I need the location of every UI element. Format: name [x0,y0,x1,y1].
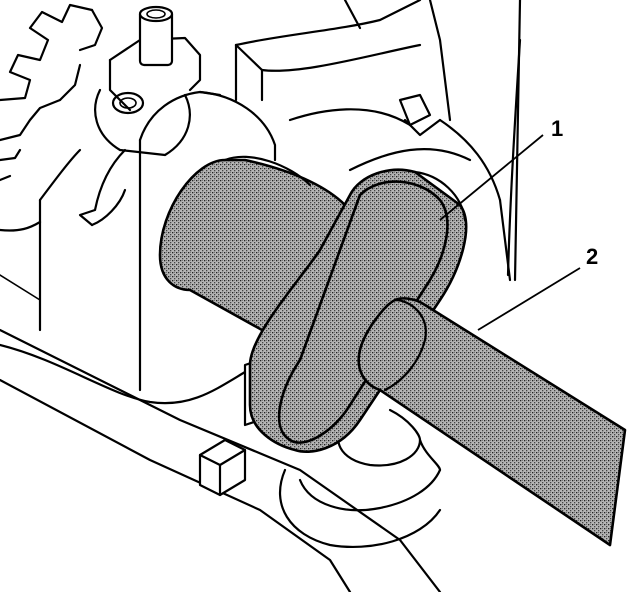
leader-line-1 [439,134,544,221]
leader-lines [439,134,581,331]
bolt-boss [78,5,202,227]
callout-1: 1 [551,116,564,141]
gear-teeth [0,3,104,182]
housing-casting [0,0,522,592]
callout-2: 2 [586,244,599,269]
leader-line-2 [477,267,581,331]
installer-tool [158,155,627,547]
